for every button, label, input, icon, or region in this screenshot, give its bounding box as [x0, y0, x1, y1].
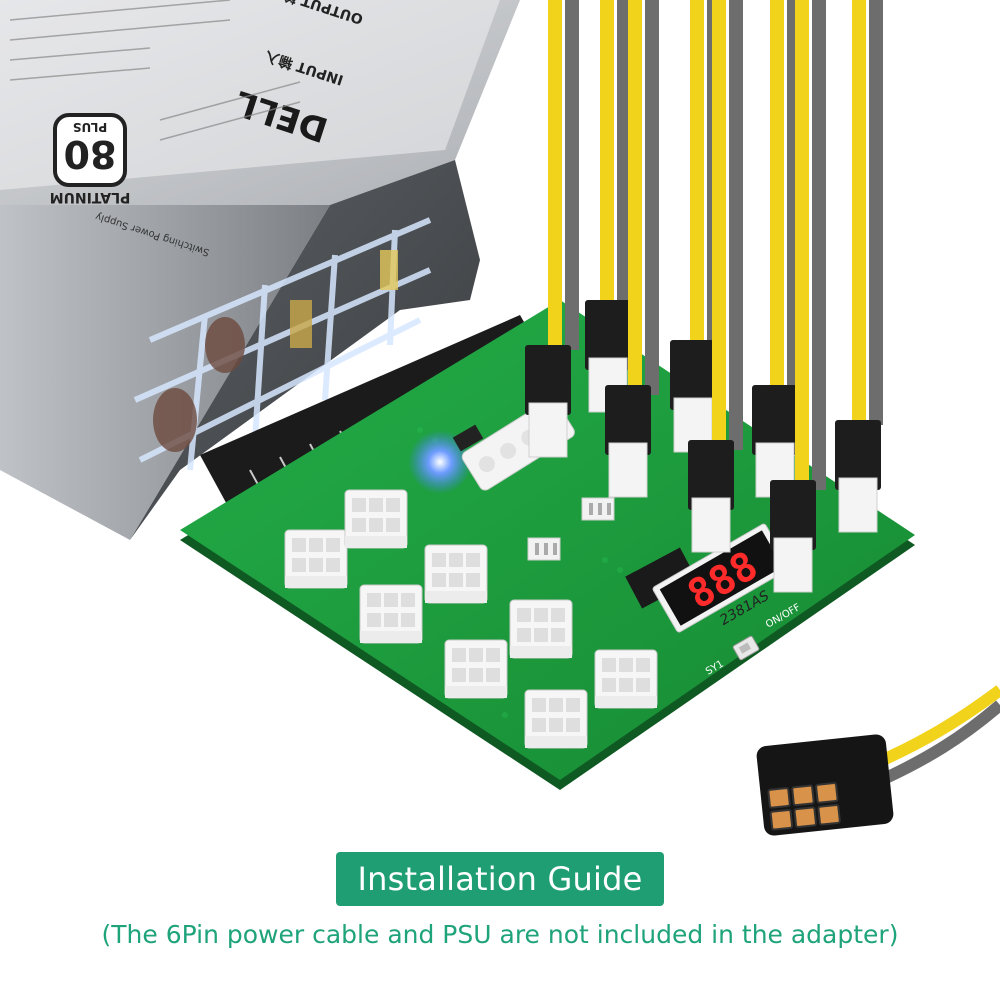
pcie-socket-j6 [424, 544, 488, 604]
pcie-socket-j2 [359, 584, 423, 644]
cable-pair-5 [687, 0, 743, 553]
pcie-socket-j7 [509, 599, 573, 659]
status-led [408, 430, 472, 494]
pcie-socket-j8 [594, 649, 658, 709]
80-plus-word: PLUS [73, 120, 107, 134]
psu-label-fine-print [9, 0, 301, 141]
cable-pair-8 [834, 0, 883, 533]
pcie-cable-bundle [524, 0, 883, 593]
power-switch[interactable] [732, 635, 760, 661]
fan-header-2 [527, 537, 561, 561]
fan-header-1 [581, 497, 615, 521]
pcie-socket-j5 [344, 489, 408, 549]
cable-pair-3 [604, 0, 659, 498]
not-included-note: (The 6Pin power cable and PSU are not in… [101, 920, 899, 949]
80-plus-tier: PLATINUM [50, 189, 131, 205]
pcie-socket-j1 [284, 529, 348, 589]
loose-6pin-cable [756, 685, 1000, 836]
board-ic [452, 424, 484, 452]
cable-pair-1 [524, 0, 579, 458]
display-driver-ic [625, 547, 697, 609]
psu-capacitors [153, 250, 398, 452]
6pin-plug-pins [767, 782, 841, 831]
pcie-socket-j3 [444, 639, 508, 699]
cable-pair-6 [751, 0, 801, 498]
cable-pair-2 [584, 0, 632, 413]
pcie-socket-j4 [524, 689, 588, 749]
psu-side-face [0, 205, 330, 540]
cable-pair-7 [769, 0, 826, 593]
80-plus-number: 80 [64, 132, 117, 176]
installation-guide-badge: Installation Guide [336, 852, 664, 906]
80-plus-badge [53, 113, 127, 187]
